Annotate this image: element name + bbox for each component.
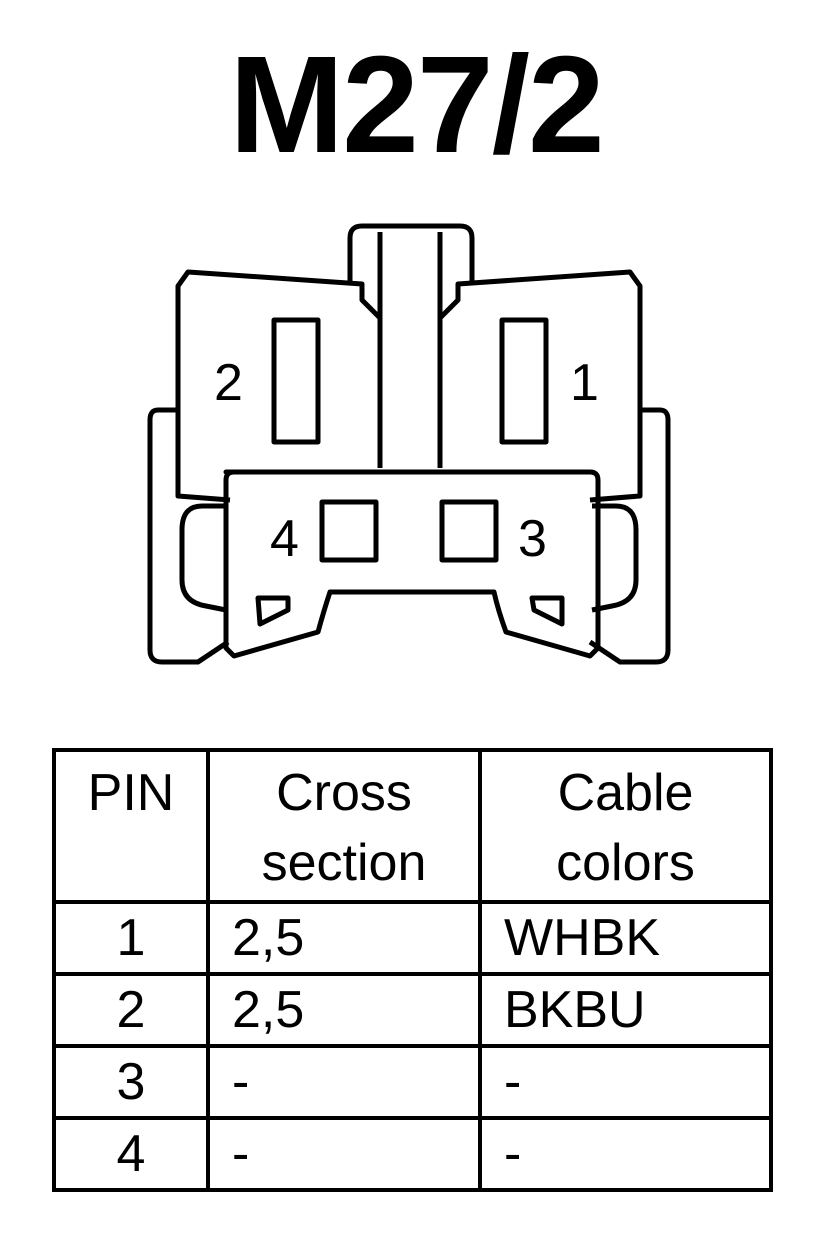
pin-2-slot (271, 317, 321, 445)
latch-bar (377, 232, 443, 468)
header-pin: PIN (52, 748, 210, 904)
cross-section-cell: - (206, 1116, 482, 1192)
pin-4-slot (319, 499, 379, 563)
pin-2-label: 2 (214, 354, 243, 412)
table-row: 4 - - (52, 1116, 773, 1192)
cross-section-cell: 2,5 (206, 972, 482, 1048)
table-row: 2 2,5 BKBU (52, 972, 773, 1048)
upper-body (175, 269, 643, 503)
right-notch (529, 595, 565, 627)
table-row: 1 2,5 WHBK (52, 900, 773, 976)
connector-diagram: 2 1 4 3 (147, 223, 671, 665)
pin-4-label: 4 (270, 510, 299, 568)
pin-cell: 2 (52, 972, 210, 1048)
lower-body (223, 469, 601, 659)
right-wing (588, 407, 671, 665)
connector-housing-outline (147, 223, 671, 665)
right-lobe (591, 503, 639, 613)
cross-section-cell: - (206, 1044, 482, 1120)
header-cross-section: Cross section (206, 748, 482, 904)
table-row: 3 - - (52, 1044, 773, 1120)
cable-colors-cell: BKBU (478, 972, 773, 1048)
pin-3-slot (439, 499, 499, 563)
cross-section-cell: 2,5 (206, 900, 482, 976)
pin-1-slot (499, 317, 549, 445)
table-header-row: PIN Cross section Cable colors (52, 748, 773, 904)
connector-title: M27/2 (229, 28, 605, 182)
pin-assignment-table: PIN Cross section Cable colors 1 2,5 WHB… (52, 748, 773, 1192)
pin-cell: 3 (52, 1044, 210, 1120)
cable-colors-cell: - (478, 1116, 773, 1192)
left-notch (255, 595, 291, 627)
pin-cell: 4 (52, 1116, 210, 1192)
header-cable-colors: Cable colors (478, 748, 773, 904)
left-lobe (179, 503, 227, 613)
cable-colors-cell: - (478, 1044, 773, 1120)
latch-tab (347, 223, 475, 282)
pin-cell: 1 (52, 900, 210, 976)
pin-1-label: 1 (570, 354, 599, 412)
left-wing (147, 407, 230, 665)
cable-colors-cell: WHBK (478, 900, 773, 976)
pin-3-label: 3 (518, 510, 547, 568)
